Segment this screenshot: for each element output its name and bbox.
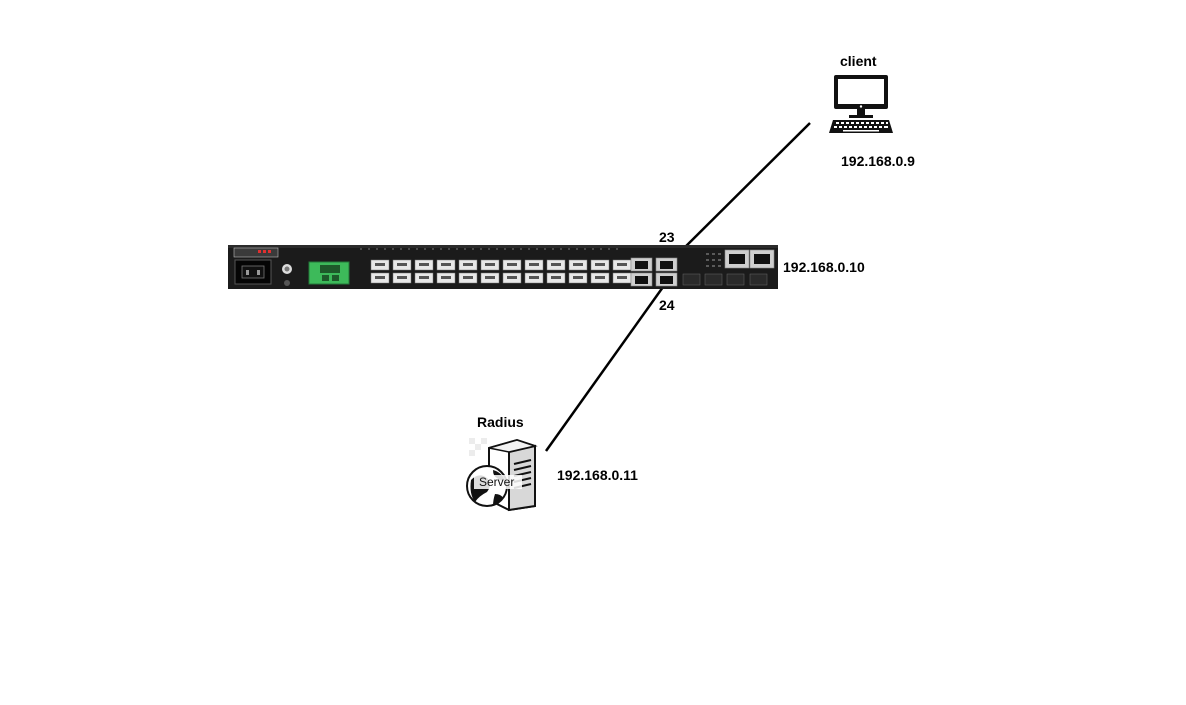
port-23-label: 23 (659, 229, 675, 245)
server-label: Radius (477, 414, 524, 430)
client-node[interactable] (827, 73, 897, 140)
port-24-label: 24 (659, 297, 675, 313)
server-node[interactable]: Server (465, 436, 543, 517)
switch-node[interactable] (228, 245, 778, 294)
client-ip: 192.168.0.9 (841, 153, 915, 169)
server-icon-text: Server (479, 475, 515, 489)
link-server-switch (544, 279, 670, 452)
server-icon (466, 438, 538, 512)
client-label: client (840, 53, 877, 69)
link-client-switch (667, 122, 811, 265)
server-ip: 192.168.0.11 (557, 467, 638, 483)
computer-icon (829, 75, 893, 133)
switch-icon (228, 245, 778, 289)
switch-ip: 192.168.0.10 (783, 259, 865, 275)
